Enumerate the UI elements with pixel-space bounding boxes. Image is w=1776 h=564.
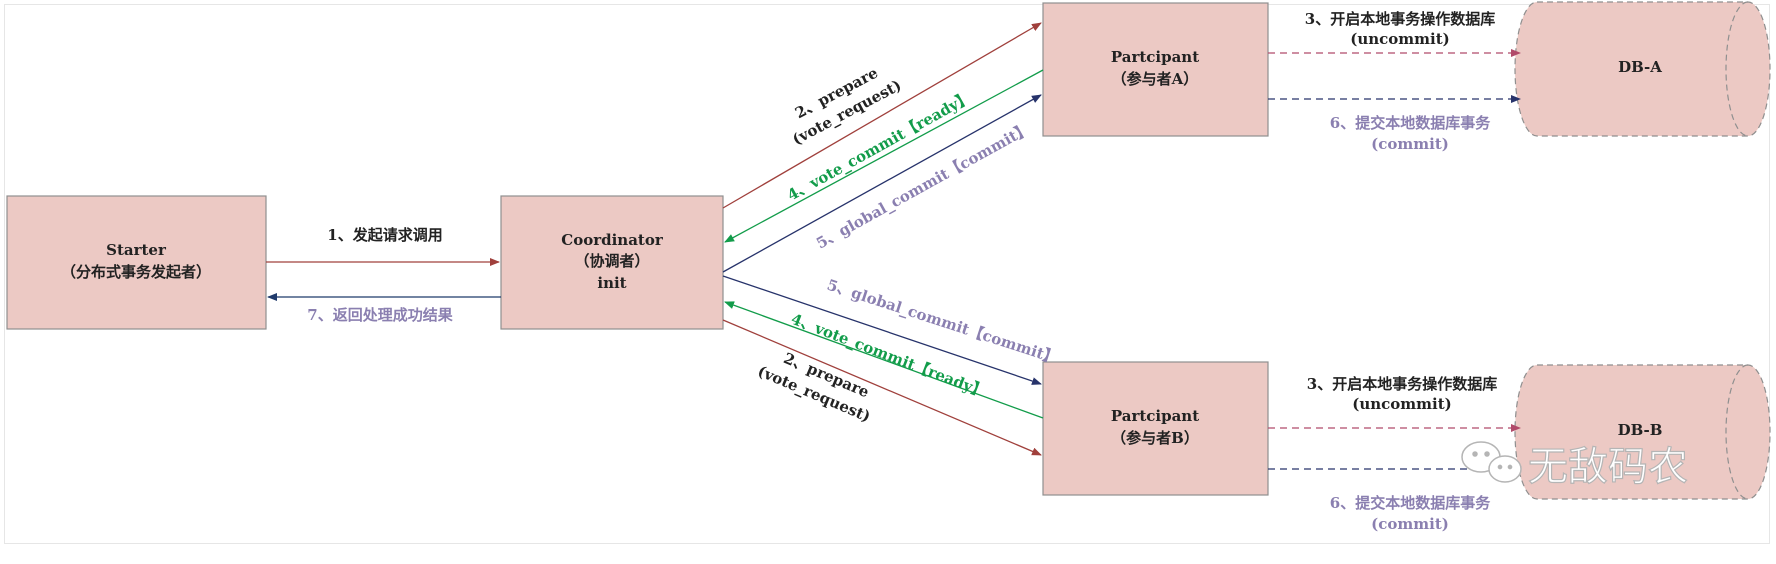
coordinator-state: init xyxy=(597,274,626,292)
db-a-op-label-line1: 3、开启本地事务操作数据库 xyxy=(1305,10,1495,28)
db-b-op-label-line1: 3、开启本地事务操作数据库 xyxy=(1307,375,1497,393)
db-b-commit-label-line1: 6、提交本地数据库事务 xyxy=(1330,494,1491,512)
vote-a-arrow xyxy=(724,69,1044,243)
db-b-label: DB-B xyxy=(1618,421,1663,439)
watermark-text: 无敌码农 xyxy=(1528,444,1688,490)
global-a-label: 5、global_commit【commit】 xyxy=(813,119,1033,252)
participant-a-title: Partcipant xyxy=(1111,48,1199,66)
coordinator-subtitle: （协调者） xyxy=(574,252,649,270)
db-a-op-label-line2: (uncommit) xyxy=(1350,30,1450,48)
participant-a-node: Partcipant （参与者A） xyxy=(1042,2,1269,137)
db-b-commit-label-line2: (commit) xyxy=(1371,515,1449,533)
global-a-arrow xyxy=(722,94,1042,273)
participant-b-node: Partcipant （参与者B） xyxy=(1042,361,1269,496)
coordinator-title: Coordinator xyxy=(561,231,664,249)
watermark: 无敌码农 xyxy=(1461,441,1689,491)
starter-node: Starter （分布式事务发起者） xyxy=(6,195,267,330)
global-b-arrow xyxy=(722,275,1042,385)
return-label: 7、返回处理成功结果 xyxy=(307,306,453,324)
prepare-b-arrow xyxy=(722,319,1042,456)
db-a-commit-label-line2: (commit) xyxy=(1371,135,1449,153)
vote-b-arrow xyxy=(724,301,1044,419)
prepare-a-arrow xyxy=(722,22,1042,209)
db-a-label: DB-A xyxy=(1618,58,1662,76)
db-b-cylinder: DB-B xyxy=(1514,364,1771,500)
db-a-cylinder: DB-A xyxy=(1514,1,1771,137)
participant-b-title: Partcipant xyxy=(1111,407,1199,425)
coordinator-node: Coordinator （协调者） init xyxy=(500,195,724,330)
diagram-frame xyxy=(4,4,1770,544)
wechat-icon xyxy=(1461,441,1522,483)
db-a-commit-label-line1: 6、提交本地数据库事务 xyxy=(1330,114,1491,132)
starter-title: Starter xyxy=(106,241,167,259)
participant-a-subtitle: （参与者A） xyxy=(1112,70,1199,88)
starter-subtitle: （分布式事务发起者） xyxy=(61,263,211,281)
db-b-op-label-line2: (uncommit) xyxy=(1352,395,1452,413)
participant-b-subtitle: （参与者B） xyxy=(1111,429,1199,447)
request-label: 1、发起请求调用 xyxy=(327,226,442,244)
